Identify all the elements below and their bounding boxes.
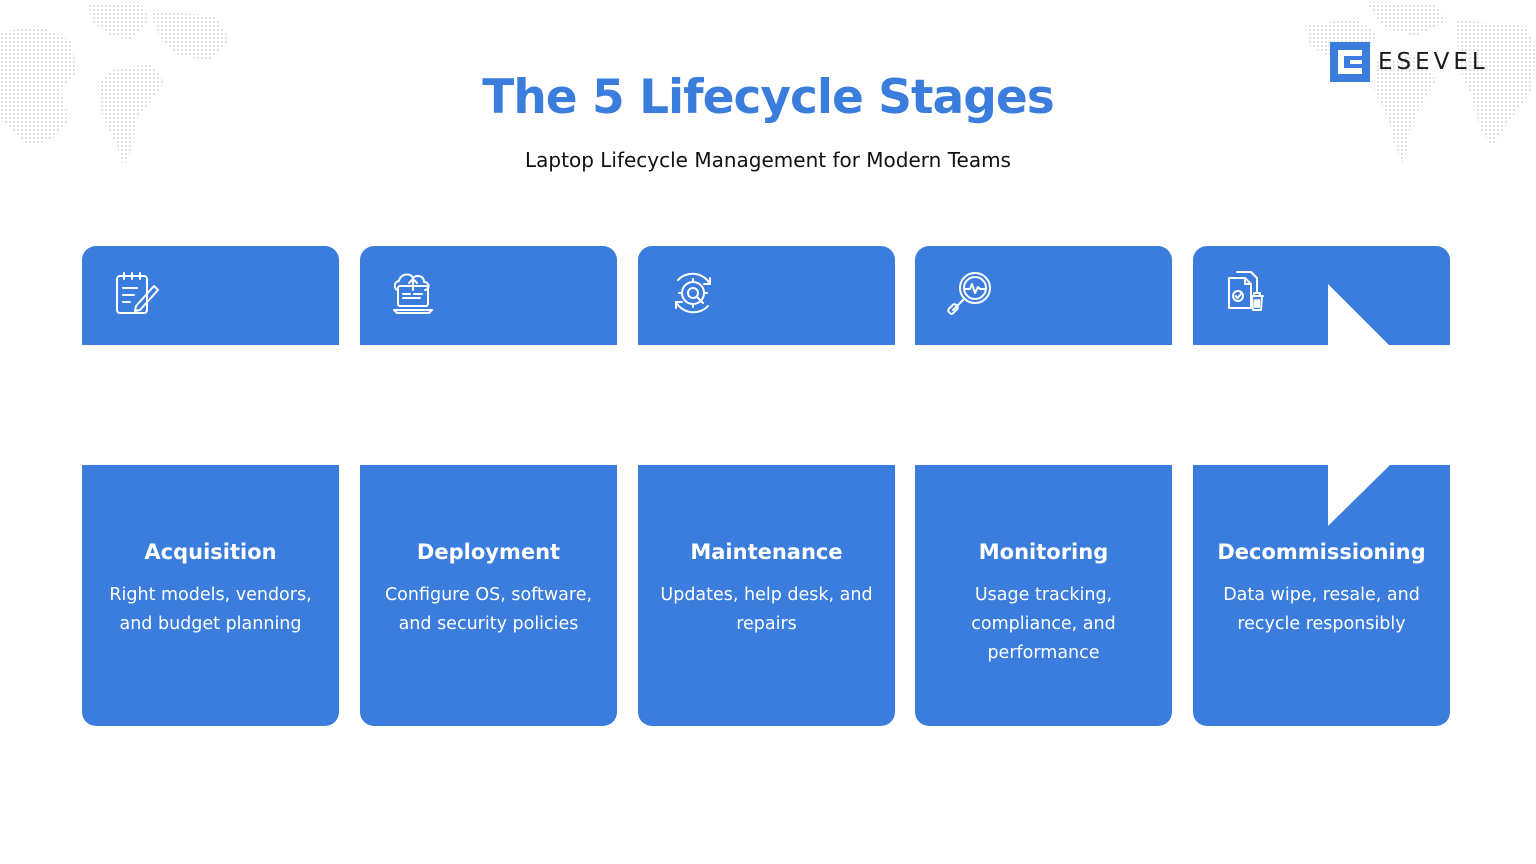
world-map-dots-left [0,2,230,166]
stage-header [638,246,895,345]
stage-header [1193,246,1450,345]
stage-description: Configure OS, software, and security pol… [384,585,593,634]
stage-name: Maintenance [690,540,843,564]
clipboard-pen-icon [116,272,159,314]
brand-name: ESEVEL [1378,49,1489,75]
stage-name: Deployment [416,540,561,564]
stage-card-maintenance: 03 Maintenance Updates, help desk, and r… [638,246,895,726]
stage-header [915,246,1172,345]
stage-description: Usage tracking, compliance, and performa… [971,585,1116,663]
stage-card-decommissioning: 05 Decommissioning Data wipe, resale, an… [1193,246,1450,726]
stage-card-deployment: 02 Deployment Configure OS, software, an… [360,246,617,726]
stage-description: Right models, vendors, and budget planni… [109,585,312,634]
world-map-dots-right [1306,2,1536,166]
documents-trash-icon [1228,271,1264,311]
page-subtitle: Laptop Lifecycle Management for Modern T… [525,148,1011,172]
stage-name: Decommissioning [1217,540,1426,564]
stage-description: Data wipe, resale, and recycle responsib… [1223,585,1420,634]
page-title: The 5 Lifecycle Stages [482,70,1054,125]
stage-header [82,246,339,345]
brand-logo: ESEVEL [1330,42,1489,82]
stage-name: Acquisition [144,540,277,564]
cloud-laptop-icon [393,273,433,314]
magnifier-pulse-icon [947,272,991,315]
stage-description: Updates, help desk, and repairs [660,585,873,634]
gear-wrench-icon [675,272,711,314]
stage-card-acquisition: 01 Acquisition Right models, vendors, an… [82,246,339,726]
stage-name: Monitoring [978,540,1109,564]
stage-card-monitoring: 04 Monitoring Usage tracking, compliance… [915,246,1172,726]
stage-header [360,246,617,345]
logo-mark-icon [1330,42,1370,82]
